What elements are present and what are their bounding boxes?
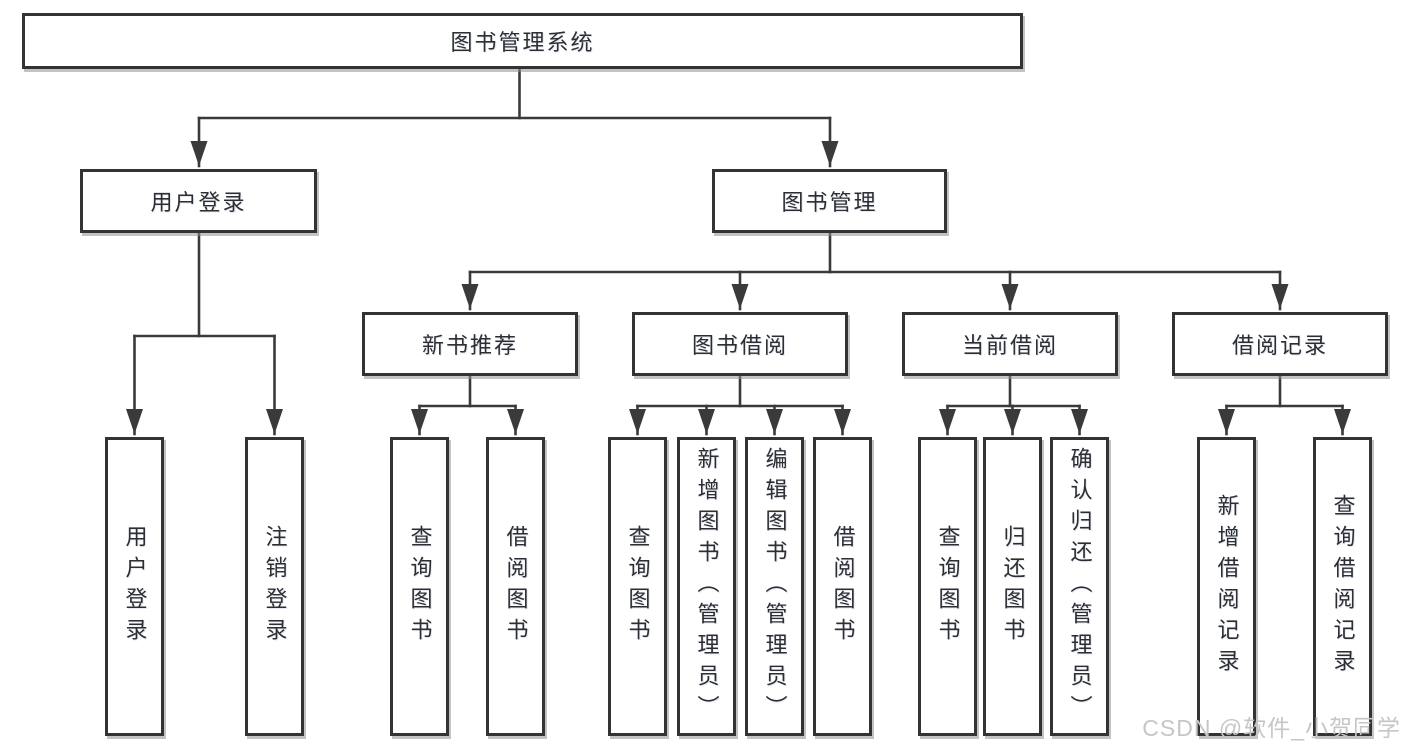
- connector-book-management-children: [461, 230, 1289, 311]
- node-leaf-borrow-book-1: 借阅图书: [486, 437, 545, 736]
- node-borrow-record: 借阅记录: [1172, 312, 1388, 376]
- node-current-borrow: 当前借阅: [902, 312, 1118, 376]
- node-user-login: 用户登录: [80, 169, 317, 233]
- node-leaf-confirm-return-admin: 确认归还（管理员）: [1050, 437, 1109, 736]
- connector-user-login-children: [126, 230, 283, 436]
- node-leaf-logout: 注销登录: [245, 437, 304, 736]
- node-new-book-recommend: 新书推荐: [362, 312, 578, 376]
- connector-borrow-record-children: [1218, 373, 1351, 436]
- node-book-management: 图书管理: [712, 169, 947, 233]
- node-leaf-query-borrow-record: 查询借阅记录: [1313, 437, 1372, 736]
- node-root-system: 图书管理系统: [22, 13, 1023, 69]
- connector-book-borrow-children: [629, 373, 851, 436]
- node-leaf-query-book-1: 查询图书: [390, 437, 449, 736]
- node-leaf-return-book: 归还图书: [983, 437, 1042, 736]
- node-leaf-borrow-book-2: 借阅图书: [813, 437, 872, 736]
- node-leaf-query-book-3: 查询图书: [918, 437, 977, 736]
- watermark-text: CSDN @软件_小贺同学: [1142, 715, 1401, 741]
- connector-current-borrow-children: [939, 373, 1088, 436]
- connector-new-book-children: [411, 373, 524, 436]
- node-leaf-edit-book-admin: 编辑图书（管理员）: [745, 437, 804, 736]
- node-leaf-add-book-admin: 新增图书（管理员）: [677, 437, 736, 736]
- node-leaf-add-borrow-record: 新增借阅记录: [1197, 437, 1256, 736]
- connector-root-to-level2: [190, 67, 839, 168]
- node-leaf-query-book-2: 查询图书: [608, 437, 667, 736]
- node-leaf-user-login: 用户登录: [105, 437, 164, 736]
- node-book-borrow: 图书借阅: [632, 312, 848, 376]
